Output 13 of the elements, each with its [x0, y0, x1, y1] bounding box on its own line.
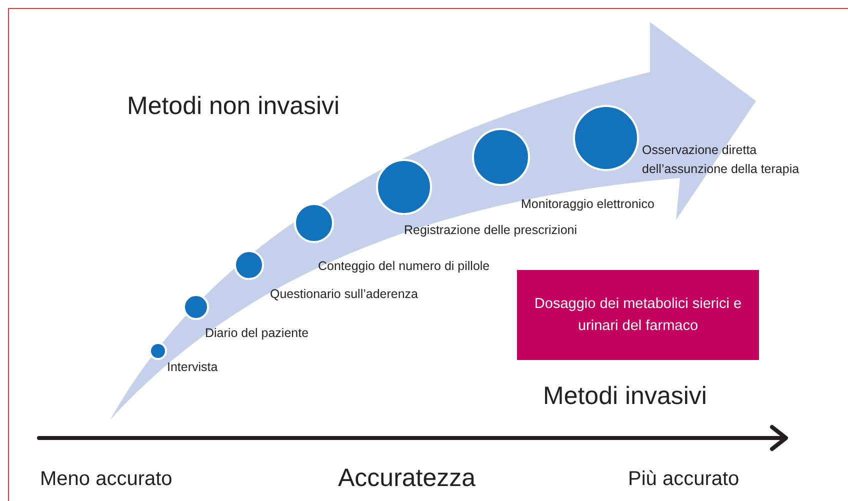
method-label: Questionario sull’aderenza — [270, 286, 420, 303]
method-label: Conteggio del numero di pillole — [318, 258, 491, 275]
method-label: Registrazione delle prescrizioni — [404, 222, 578, 239]
method-label: Osservazione diretta dell’assunzione della terapia — [642, 142, 800, 178]
axis-label: Più accurato — [628, 467, 740, 492]
invasive-method-box: Dosaggio dei metabolici sierici e urinari del farmaco — [517, 270, 759, 360]
method-label: Monitoraggio elettronico — [521, 196, 656, 213]
method-label: Intervista — [167, 359, 219, 376]
heading: Metodi non invasivi — [127, 91, 340, 122]
heading: Metodi invasivi — [543, 381, 707, 412]
axis-label: Meno accurato — [40, 467, 172, 492]
method-label: Diario del paziente — [205, 325, 310, 342]
axis-title: Accuratezza — [338, 463, 476, 494]
